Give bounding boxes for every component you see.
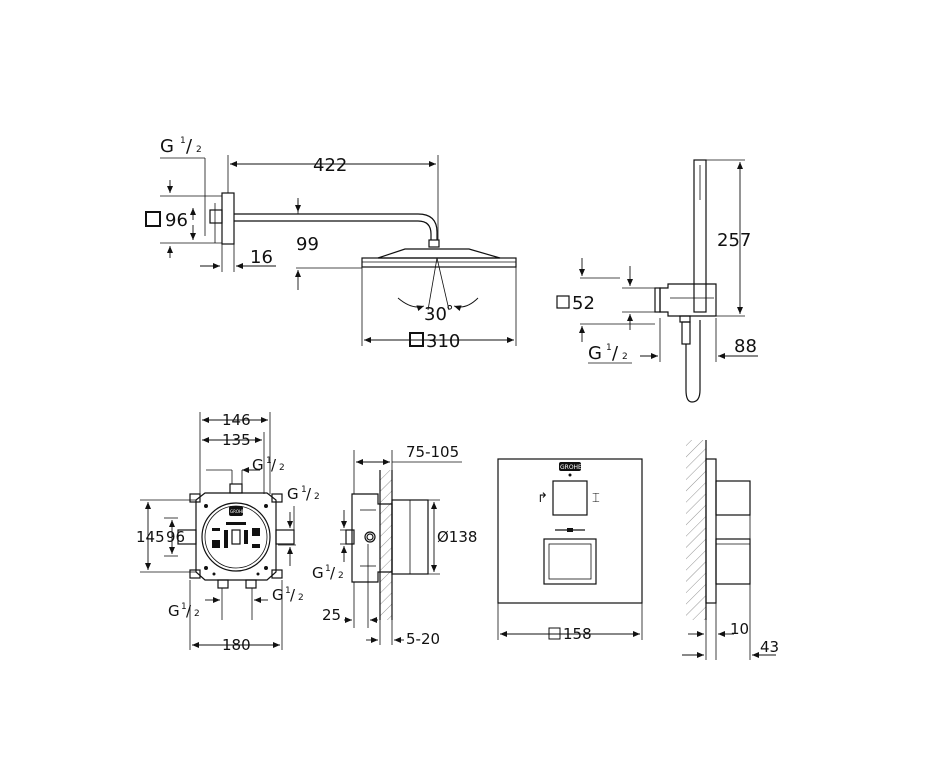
plate-depth-label: 10	[730, 620, 749, 638]
flange-square-label: 96	[165, 210, 188, 231]
svg-text:/: /	[271, 456, 277, 474]
tile-range-label: 5-20	[406, 630, 440, 648]
brand-logo-box: GROHE	[230, 509, 245, 514]
svg-text:/: /	[186, 136, 193, 157]
thread-label-box-left: G	[168, 602, 180, 620]
box-width-outer-label: 146	[222, 411, 251, 429]
svg-text:1: 1	[301, 485, 307, 495]
box-inner-circle	[201, 502, 271, 572]
svg-text:2: 2	[279, 463, 285, 473]
svg-text:/: /	[186, 602, 192, 620]
tilt-angle-unit: °	[446, 302, 454, 320]
box-height-outer-label: 145	[136, 528, 165, 546]
svg-text:/: /	[330, 564, 336, 582]
bracket-projection-label: 88	[734, 336, 757, 357]
flange-nut	[209, 209, 223, 224]
square-symbol-icon	[145, 211, 161, 227]
svg-text:2: 2	[338, 571, 344, 581]
trim-front-view: GROHE ↱ ⌶ 158	[497, 458, 643, 643]
box-base-width-label: 180	[222, 636, 251, 654]
thread-label-side: G	[312, 564, 324, 582]
svg-text:2: 2	[194, 609, 200, 619]
svg-text:1: 1	[181, 602, 187, 612]
thread-sub-head: 2	[196, 145, 202, 155]
thermostat-handle-side	[715, 538, 751, 585]
box-width-inner-label: 135	[222, 431, 251, 449]
thread-sup-head: 1	[180, 136, 186, 146]
shower-arm	[234, 213, 438, 240]
diverter-handle	[552, 480, 588, 516]
offset-label: 25	[322, 606, 341, 624]
handle-projection-label: 43	[760, 638, 779, 656]
thread-label-box-bottom: G	[272, 586, 284, 604]
thread-sub-hand: 2	[622, 352, 628, 362]
box-height-inner-label: 96	[166, 528, 185, 546]
install-depth-label: 75-105	[406, 443, 459, 461]
thermostat-handle	[543, 538, 597, 585]
shower-head-view: 30 ° 422 G 1 / 2 96 99 16	[145, 136, 517, 352]
square-symbol-icon	[409, 332, 424, 347]
svg-text:/: /	[306, 485, 312, 503]
brand-logo-trim: GROHE	[560, 464, 582, 471]
svg-text:/: /	[290, 586, 296, 604]
svg-text:2: 2	[314, 492, 320, 502]
hand-shower-view: 257 52 G 1 / 2 88	[556, 159, 758, 403]
thread-label-box-top: G	[252, 456, 264, 474]
arm-connector	[428, 239, 440, 248]
box-side-view: 75-105 Ø138 G 1 / 2 25 5-20	[312, 443, 477, 648]
hand-shower-handle	[693, 159, 707, 313]
trim-plate	[497, 458, 643, 604]
thread-sup-hand: 1	[606, 343, 612, 353]
trim-plate-side	[705, 458, 717, 604]
svg-text:2: 2	[298, 593, 304, 603]
svg-text:1: 1	[285, 586, 291, 596]
trim-side-view: 10 43	[682, 440, 779, 660]
svg-text:1: 1	[325, 564, 331, 574]
svg-text:/: /	[612, 343, 619, 364]
square-symbol-icon	[556, 295, 570, 309]
thread-label-hand: G	[588, 343, 602, 364]
diverter-handle-side	[715, 480, 751, 516]
thread-label-box-right: G	[287, 485, 299, 503]
flange-depth-label: 16	[250, 247, 273, 268]
thread-label-head: G	[160, 136, 174, 157]
hand-shower-height-label: 257	[717, 230, 751, 251]
svg-text:1: 1	[266, 456, 272, 466]
box-front-view: GROHE 146 135 G 1 / 2 G 1	[136, 411, 320, 654]
bracket-square-label: 52	[572, 293, 595, 314]
shower-head-body	[377, 248, 501, 259]
overhead-shower-icon: ⌶	[592, 491, 600, 506]
box-body	[195, 492, 277, 581]
head-square-label: 310	[426, 331, 460, 352]
arm-length-label: 422	[313, 155, 347, 176]
wall-bracket	[659, 283, 717, 317]
tilt-angle-value: 30	[424, 304, 447, 325]
wall-flange	[221, 192, 235, 245]
body-diameter-label: Ø138	[437, 528, 477, 546]
arm-offset-label: 99	[296, 234, 319, 255]
plate-square-label: 158	[563, 625, 592, 643]
square-symbol-icon	[548, 627, 561, 640]
hand-shower-icon: ↱	[537, 491, 548, 506]
